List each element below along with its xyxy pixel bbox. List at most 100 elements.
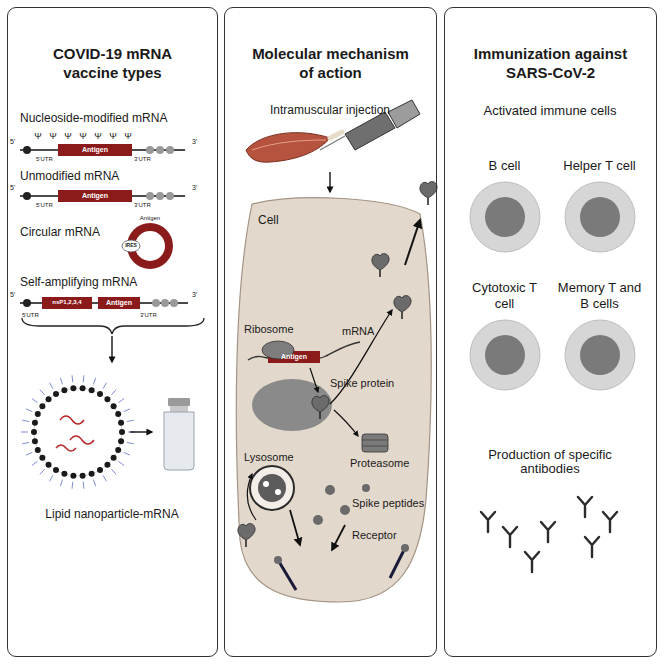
text-label: Nucleoside-modified mRNA: [20, 112, 167, 125]
lipid-head: [118, 438, 124, 444]
arrow: [130, 431, 152, 432]
cell-nucleus: [485, 197, 525, 237]
text-label: Ribosome: [244, 324, 294, 336]
arrow: [334, 410, 358, 436]
lipid-tail: [111, 469, 116, 474]
lipid-head: [61, 387, 67, 393]
lipid-head: [104, 396, 110, 402]
arrow: [111, 336, 112, 362]
text-label: Receptor: [352, 530, 397, 542]
lipid-head: [39, 403, 45, 409]
text-label: Proteasome: [350, 458, 409, 470]
lipid-head: [111, 403, 117, 409]
text-label: 3'UTR: [134, 156, 151, 162]
text-label: Ψ: [109, 132, 117, 141]
text-label: Lysosome: [244, 452, 294, 464]
lipid-head: [32, 420, 38, 426]
text-label: 3': [192, 138, 197, 145]
arrow: [247, 474, 256, 520]
text-label: Ψ: [64, 132, 72, 141]
text-label: Antigen: [281, 353, 307, 360]
mrna-strand: ···: [20, 297, 188, 309]
lipid-head: [46, 462, 52, 468]
text-label: Intramuscular injection: [270, 104, 390, 117]
lipid-head: [31, 429, 37, 435]
svg-text:···: ···: [178, 192, 186, 201]
lipid-tail: [32, 461, 38, 465]
lipid-tail: [124, 409, 130, 412]
lipid-tail: [93, 378, 95, 385]
lipid-head: [61, 471, 67, 477]
lipid-head: [89, 387, 95, 393]
cell-nucleus: [485, 335, 525, 375]
cell-label: B cell: [489, 158, 521, 174]
lipid-tail: [50, 383, 54, 389]
panel-heading: Immunization against SARS-CoV-2: [445, 8, 656, 82]
lipid-head: [119, 429, 125, 435]
text-label: Cell: [258, 214, 279, 227]
lipid-tail: [118, 461, 124, 465]
text-label: nsP1,2,3,4: [52, 299, 81, 305]
lipid-head: [115, 411, 121, 417]
lipid-head: [35, 411, 41, 417]
cell-label: Memory T and B cells: [554, 280, 646, 312]
cell-circle: [468, 318, 542, 392]
lipid-tail: [111, 390, 116, 395]
text-label: 5': [10, 138, 15, 145]
cell-circle: [563, 180, 637, 254]
text-label: Antigen: [82, 192, 108, 199]
bracket: [22, 318, 204, 334]
proteasome: [362, 434, 388, 452]
text-label: Activated immune cells: [484, 104, 617, 118]
lipid-head: [97, 391, 103, 397]
text-label: mRNA: [342, 326, 374, 338]
cell-body: [470, 182, 540, 252]
lipid-head: [46, 396, 52, 402]
text-label: 5'UTR: [36, 202, 53, 208]
lipid-tail: [21, 432, 28, 433]
text-label: Ψ: [124, 132, 132, 141]
lipid-head: [70, 473, 76, 479]
muscle: [246, 132, 342, 162]
text-label: 5': [10, 184, 15, 191]
lipid-tail: [40, 469, 45, 474]
svg-text:···: ···: [178, 146, 186, 155]
immune-cell: Memory T and B cells: [554, 280, 646, 392]
lipid-tail: [26, 452, 32, 455]
lipid-tail: [60, 480, 62, 487]
lipid-tail: [103, 475, 107, 481]
lipid-head: [35, 447, 41, 453]
text-label: Antigen: [106, 299, 132, 306]
text-label: Ψ: [34, 132, 42, 141]
lipid-tail: [93, 480, 95, 487]
lipid-tail: [60, 378, 62, 385]
mrna-strand: ···: [20, 144, 186, 156]
lipid-tail: [32, 398, 38, 402]
text-label: 3'UTR: [134, 202, 151, 208]
text-label: Ψ: [49, 132, 57, 141]
text-label: Ψ: [79, 132, 87, 141]
text-label: Spike protein: [330, 378, 394, 390]
lipid-tail: [83, 375, 85, 382]
immune-cell: B cell: [459, 158, 551, 254]
lipid-head: [80, 385, 86, 391]
lipid-head: [111, 455, 117, 461]
lipid-tail: [72, 375, 74, 382]
nucleus: [252, 379, 332, 431]
immune-cell: Cytotoxic T cell: [465, 280, 545, 392]
lysosome: [250, 466, 294, 510]
svg-text:···: ···: [180, 299, 188, 308]
cell-body: [470, 320, 540, 390]
cell-circle: [563, 318, 637, 392]
lipid-tail: [22, 420, 29, 421]
text-label: Ψ: [94, 132, 102, 141]
text-label: 5': [10, 291, 15, 298]
antibodies: [481, 497, 617, 572]
text-label: Unmodified mRNA: [20, 170, 119, 183]
lipid-head: [39, 455, 45, 461]
lipid-head: [97, 467, 103, 473]
lipid-tail: [26, 409, 32, 412]
circular-mrna: [122, 227, 169, 265]
text-label: 5'UTR: [22, 312, 39, 318]
